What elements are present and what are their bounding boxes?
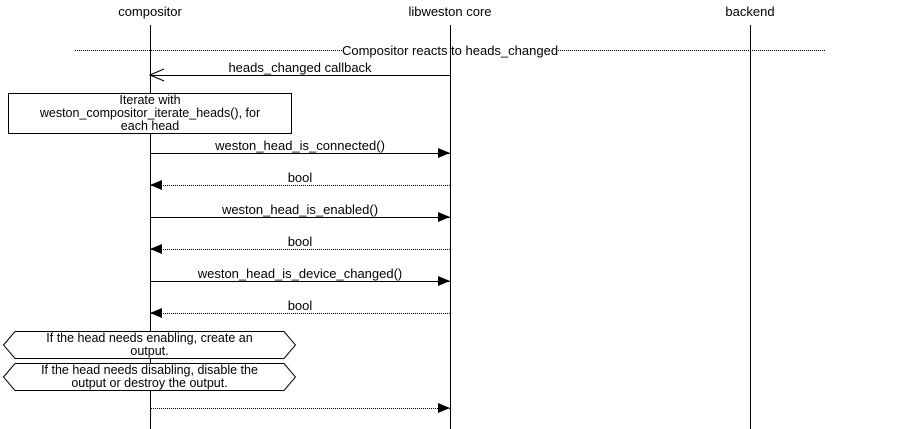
filled-arrowhead-right-icon — [438, 212, 450, 222]
note-iterate-heads: Iterate with weston_compositor_iterate_h… — [8, 93, 292, 134]
lifeline-libweston-core — [450, 25, 451, 429]
filled-arrowhead-left-icon — [150, 180, 162, 190]
divider-line-left — [75, 49, 342, 51]
filled-arrowhead-right-icon — [438, 148, 450, 158]
message-line — [150, 281, 450, 282]
hexagon-shape — [3, 331, 296, 359]
participant-label-libweston-core: libweston core — [408, 4, 492, 19]
hexagon-shape — [3, 363, 296, 391]
divider: Compositor reacts to heads_changed — [75, 42, 826, 58]
message-line-dotted — [150, 408, 450, 409]
participant-label-compositor: compositor — [118, 4, 182, 19]
open-arrowhead-left-icon — [149, 68, 165, 82]
note-enable-output-text: If the head needs enabling, create an ou… — [46, 331, 253, 358]
message-line-dotted — [150, 249, 450, 250]
filled-arrowhead-left-icon — [150, 244, 162, 254]
divider-label: Compositor reacts to heads_changed — [341, 42, 559, 58]
note-disable-output: If the head needs disabling, disable the… — [3, 363, 296, 391]
filled-arrowhead-right-icon — [438, 403, 450, 413]
message-label-heads-changed-callback: heads_changed callback — [228, 60, 372, 75]
message-label-bool: bool — [287, 298, 313, 313]
message-line — [150, 153, 450, 154]
divider-line-right — [558, 49, 826, 51]
message-label-bool: bool — [287, 170, 313, 185]
message-label-head-is-device-changed: weston_head_is_device_changed() — [197, 266, 403, 281]
participant-label-backend: backend — [725, 4, 775, 19]
message-label-bool: bool — [287, 234, 313, 249]
message-label-head-is-enabled: weston_head_is_enabled() — [221, 202, 379, 217]
message-line-dotted — [150, 185, 450, 186]
filled-arrowhead-left-icon — [150, 308, 162, 318]
lifeline-compositor — [150, 25, 151, 429]
message-line — [150, 217, 450, 218]
note-enable-output: If the head needs enabling, create an ou… — [3, 331, 296, 359]
message-label-head-is-connected: weston_head_is_connected() — [215, 138, 385, 153]
note-disable-output-text: If the head needs disabling, disable the… — [41, 363, 258, 390]
message-line-dotted — [150, 313, 450, 314]
message-line — [150, 75, 450, 76]
filled-arrowhead-right-icon — [438, 276, 450, 286]
lifeline-backend — [750, 25, 751, 429]
